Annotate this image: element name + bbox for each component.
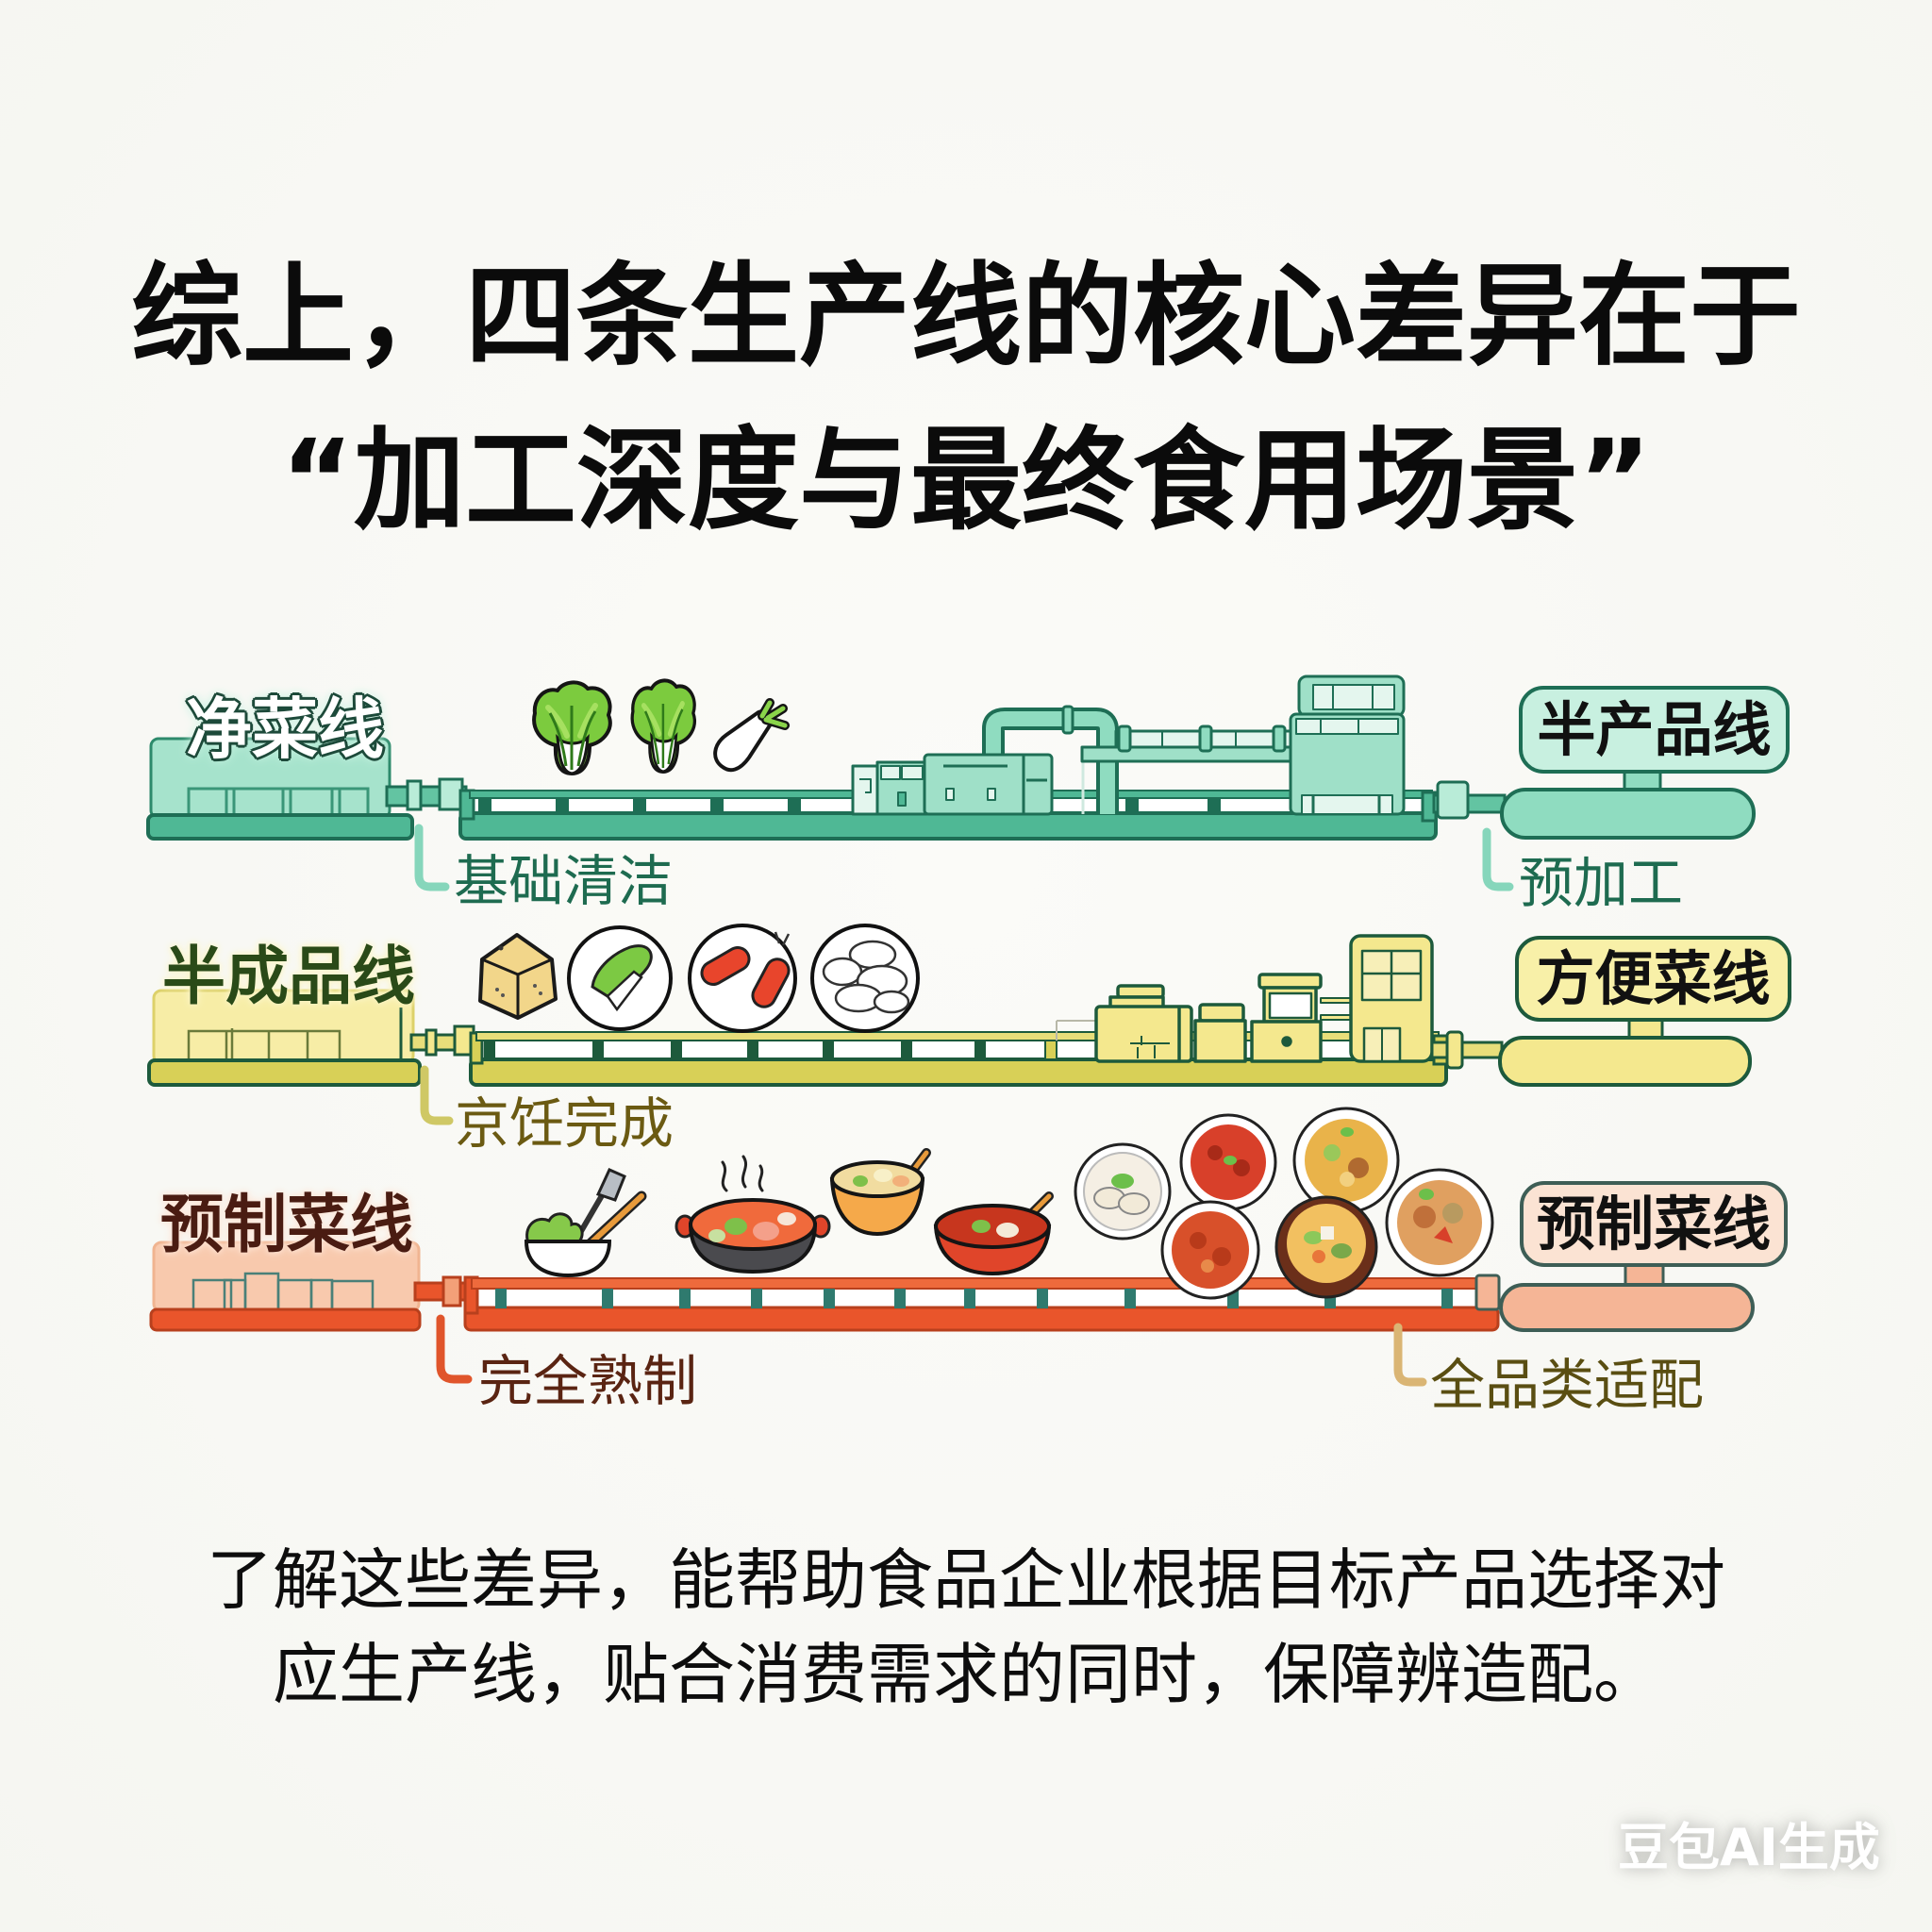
line-1-name: 净菜线 bbox=[186, 691, 384, 768]
line-3-prepared-dish-illustration bbox=[149, 1107, 1755, 1387]
line-3-start-note: 完全熟制 bbox=[478, 1349, 698, 1413]
summary-line-1: 了解这些差异，能帮助食品企业根据目标产品选择对 bbox=[207, 1541, 1725, 1619]
line-2-cooking-machinery bbox=[1056, 934, 1434, 1063]
line-2-name: 半成品线 bbox=[162, 940, 415, 1013]
line-1-end-label: 半产品线 bbox=[1519, 686, 1790, 774]
dumpling-plate-icon bbox=[810, 924, 920, 1033]
line-3-start-bracket bbox=[436, 1314, 473, 1384]
line-3-output-tank bbox=[1499, 1283, 1755, 1332]
line-1-start-note: 基础清洁 bbox=[454, 849, 674, 913]
carrot-plate-icon bbox=[688, 924, 797, 1033]
red-pot-icon bbox=[933, 1191, 1054, 1276]
salad-bowl-icon bbox=[524, 1168, 647, 1278]
roast-plate-icon bbox=[1385, 1168, 1494, 1277]
line-2-start-note: 京饪完成 bbox=[455, 1091, 675, 1156]
title-line-1: 综上，四条生产线的核心差异在于 bbox=[130, 251, 1801, 381]
line-2-end-label: 方便菜线 bbox=[1515, 936, 1791, 1022]
line-1-end-bracket bbox=[1482, 827, 1514, 891]
line-3-end-label: 预制菜线 bbox=[1520, 1181, 1788, 1267]
soup-bowl-icon bbox=[829, 1148, 931, 1237]
bok-choy-plate-icon bbox=[567, 925, 673, 1031]
noodle-plate-icon bbox=[1074, 1142, 1172, 1241]
title-line-2: “加工深度与最终食用场景” bbox=[280, 415, 1652, 545]
line-3-name: 预制菜线 bbox=[160, 1188, 413, 1261]
line-2-semi-finished-illustration bbox=[147, 924, 1752, 1125]
summary-line-2: 应生产线，贴合消费需求的同时，保障辨造配。 bbox=[273, 1636, 1659, 1713]
line-1-start-bracket bbox=[414, 824, 450, 891]
line-3-end-note: 全品类适配 bbox=[1430, 1353, 1705, 1417]
line-3-conveyor-belt bbox=[463, 1274, 1501, 1332]
bok-choy-icon bbox=[632, 680, 694, 772]
line-2-output-tank bbox=[1498, 1036, 1752, 1087]
line-1-clean-veg-illustration bbox=[146, 675, 1756, 891]
ai-watermark: 豆包AI生成 bbox=[1618, 1818, 1880, 1877]
braised-plate-icon bbox=[1160, 1200, 1260, 1300]
veg-soup-bowl-icon bbox=[1274, 1195, 1378, 1299]
line-3-end-bracket bbox=[1393, 1323, 1427, 1387]
tofu-icon bbox=[478, 933, 558, 1020]
line-1-end-note: 预加工 bbox=[1519, 851, 1684, 915]
red-dish-plate-icon bbox=[1179, 1113, 1277, 1211]
yellow-dish-plate-icon bbox=[1292, 1107, 1400, 1214]
radish-icon bbox=[713, 698, 790, 773]
line-2-start-bracket bbox=[420, 1065, 454, 1125]
stew-pot-icon bbox=[675, 1155, 831, 1274]
bok-choy-icon bbox=[534, 682, 610, 774]
line-1-output-tank bbox=[1500, 788, 1756, 840]
line-1-washing-machinery bbox=[851, 675, 1406, 816]
